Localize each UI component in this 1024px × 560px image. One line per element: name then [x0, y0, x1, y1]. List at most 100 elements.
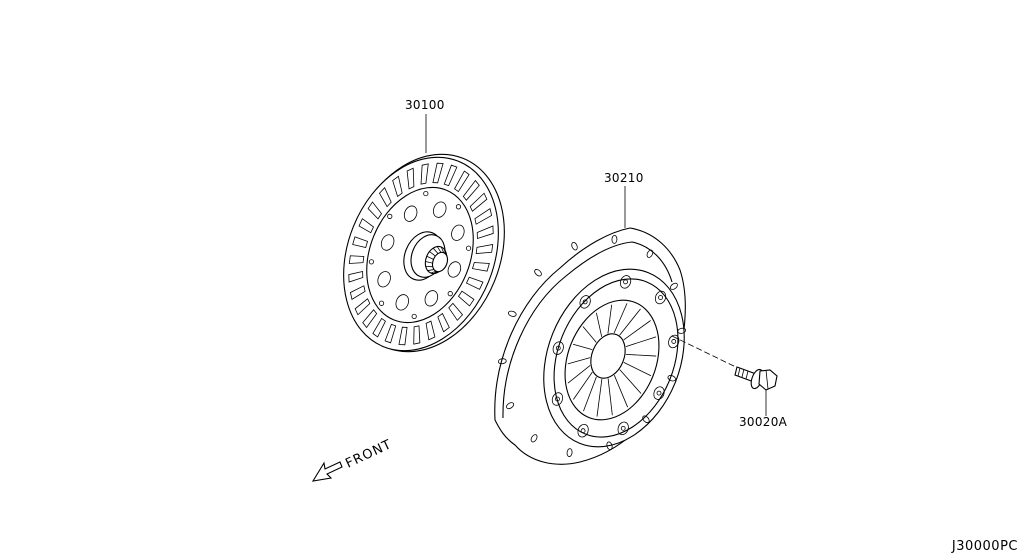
friction-segment [443, 164, 458, 187]
flange-slot [677, 327, 687, 334]
friction-segment [349, 285, 366, 301]
part-label-30020A[interactable]: 30020A [739, 415, 788, 429]
friction-segments [348, 162, 494, 346]
friction-segment [475, 244, 494, 254]
friction-segment [392, 175, 403, 198]
spline [425, 261, 433, 264]
flange-slots [497, 234, 687, 457]
cover-bolt-hole [623, 279, 628, 285]
diaphragm-finger [613, 375, 628, 408]
cover-bolt-hole [620, 425, 626, 431]
cover-lug [653, 386, 665, 400]
friction-segment [462, 179, 480, 201]
diaphragm-fingers [567, 303, 657, 417]
flange-slot [507, 310, 517, 317]
bolt[interactable] [734, 366, 778, 391]
flange-slot [642, 415, 650, 424]
diaphragm-finger [573, 371, 593, 400]
cover-lug [551, 392, 564, 406]
diaphragm-finger [596, 378, 603, 417]
spline [429, 251, 436, 257]
flange-slot [667, 375, 676, 382]
cover-lug [619, 275, 632, 289]
spline [440, 246, 445, 253]
front-label: FRONT [343, 437, 394, 471]
friction-segment [437, 312, 450, 333]
friction-segment [474, 207, 493, 225]
damper-hole [451, 224, 465, 241]
flange-slot [611, 234, 618, 244]
friction-segment [469, 192, 488, 212]
friction-segment [465, 276, 484, 290]
spline [430, 270, 437, 274]
cover-bolt-hole [658, 295, 663, 300]
rivet [465, 245, 472, 251]
diaphragm-finger [567, 357, 591, 365]
cover-lug [552, 341, 564, 355]
friction-segment [398, 326, 408, 346]
part-label-30100[interactable]: 30100 [405, 98, 445, 112]
flange-slot [670, 282, 678, 290]
spline [432, 247, 439, 254]
diaphragm-finger [567, 365, 591, 384]
damper-hole [424, 290, 439, 307]
cover-bolt-hole [671, 339, 677, 344]
clutch-disc[interactable] [316, 130, 533, 375]
diaphragm-finger [625, 336, 657, 347]
friction-segment [372, 317, 386, 338]
cover-bolt-hole [582, 299, 588, 305]
part-label-30210[interactable]: 30210 [604, 171, 644, 185]
damper-hole [380, 234, 395, 251]
friction-segment [471, 262, 490, 272]
cover-bolt-hole [555, 345, 561, 351]
flange-slot [606, 441, 613, 451]
friction-segment [352, 236, 368, 248]
friction-segment [448, 302, 464, 321]
cover-bolt-hole [656, 390, 662, 396]
friction-segment [406, 167, 415, 190]
diaphragm-finger [583, 376, 597, 412]
friction-segment [367, 201, 383, 220]
friction-segment [476, 225, 494, 240]
diaphragm-finger [607, 304, 613, 334]
diaphragm-finger [595, 312, 603, 337]
front-indicator: FRONT [311, 437, 394, 482]
cover-lug [654, 290, 667, 305]
friction-segment [358, 218, 374, 234]
spline [426, 255, 434, 260]
spline [427, 269, 435, 271]
clutch-cover[interactable] [494, 227, 710, 468]
damper-hole [403, 205, 418, 222]
friction-segment [425, 320, 436, 341]
friction-segment [457, 290, 475, 307]
diaphragm-finger [572, 343, 593, 351]
friction-segment [420, 163, 429, 185]
diaphragm-finger [582, 326, 597, 343]
damper-hole [433, 201, 447, 218]
rivet [447, 291, 453, 297]
damper-hole [377, 271, 391, 288]
cover-lug [579, 295, 591, 309]
diaphragm-finger [619, 369, 642, 394]
flange-slot [497, 358, 507, 365]
friction-segment [454, 170, 470, 193]
cover-bolt-hole [555, 396, 560, 402]
friction-segment [413, 325, 421, 345]
cover-lug [577, 423, 589, 438]
damper-holes [368, 190, 472, 320]
cover-bolt-holes [551, 275, 680, 438]
friction-segment [378, 186, 392, 208]
diagram-id: J30000PC [951, 539, 1018, 554]
flange-slot [530, 434, 538, 443]
flange-slot [571, 241, 578, 251]
damper-hole [447, 261, 462, 278]
flange-slot [646, 249, 654, 258]
diaphragm-finger [623, 362, 652, 377]
diaphragm-finger [619, 308, 641, 336]
damper-hole [395, 294, 409, 311]
diaphragm-finger [607, 378, 613, 416]
cover-bolt-hole [580, 428, 586, 434]
friction-segment [348, 255, 365, 264]
rivet [423, 190, 429, 197]
rivet [378, 300, 385, 306]
